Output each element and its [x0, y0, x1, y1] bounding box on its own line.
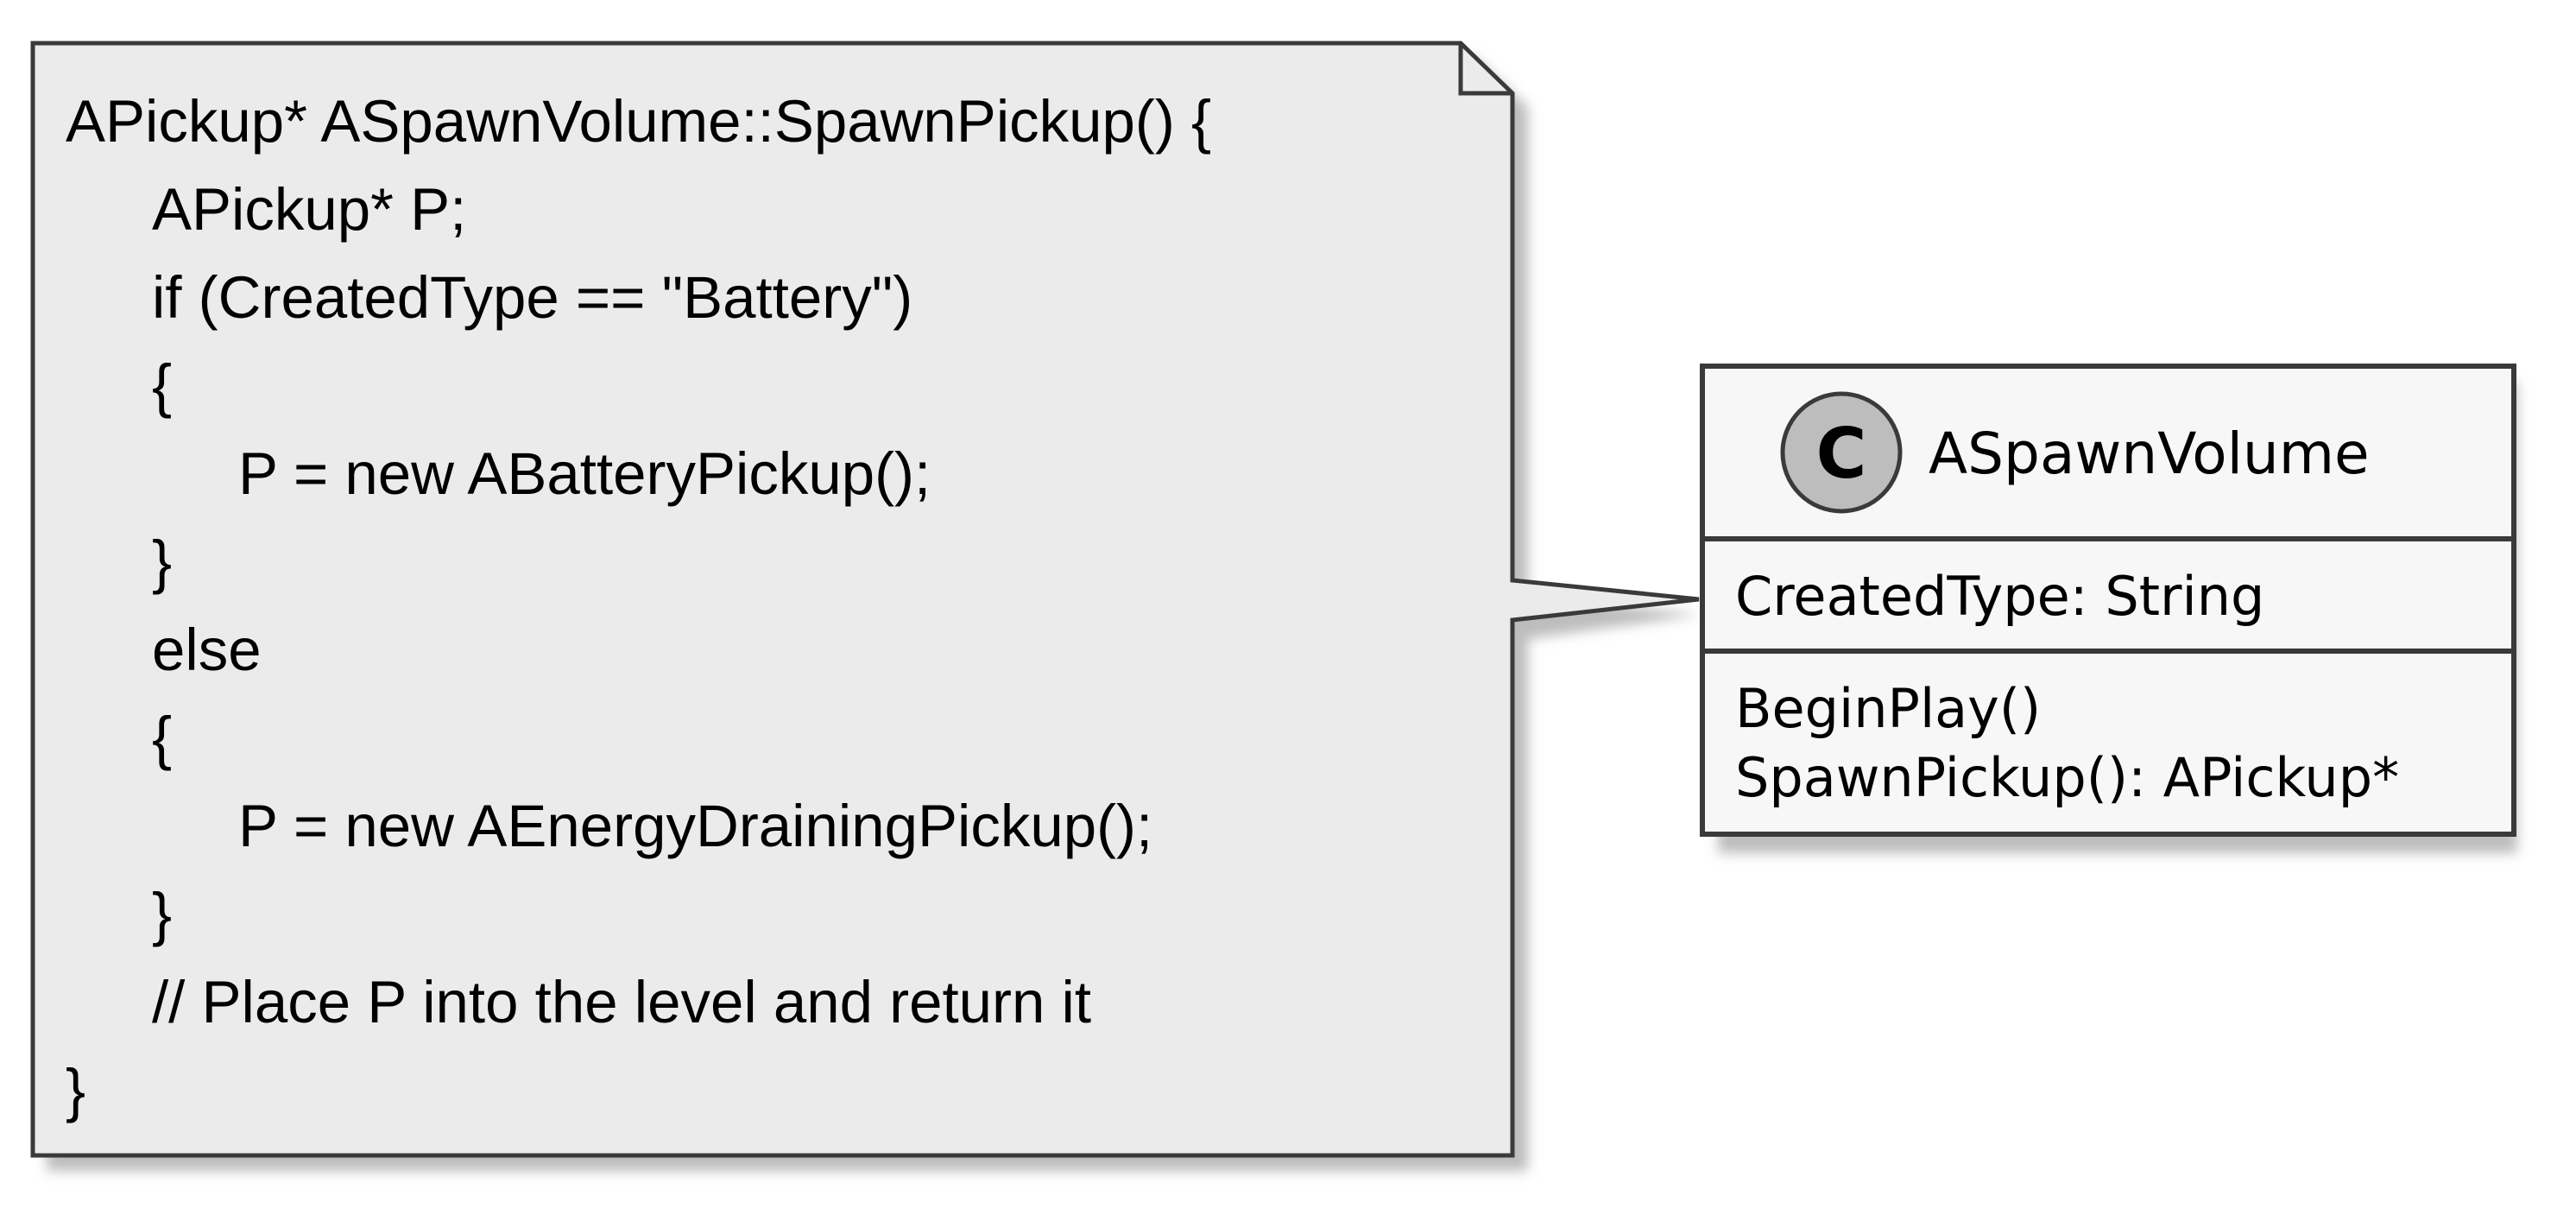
note-line-4: {: [152, 352, 172, 419]
note-box: [30, 41, 1700, 1158]
note-line-6: }: [152, 528, 172, 595]
class-name: ASpawnVolume: [1929, 421, 2370, 487]
note-line-11: // Place P into the level and return it: [152, 969, 1091, 1035]
note-line-8: {: [152, 705, 172, 771]
note-line-7: else: [152, 617, 262, 683]
class-stereotype-letter: C: [1816, 414, 1867, 494]
note-line-10: }: [152, 881, 172, 947]
note-line-5: P = new ABatteryPickup();: [238, 440, 931, 507]
note-line-9: P = new AEnergyDrainingPickup();: [238, 793, 1152, 859]
class-attribute: CreatedType: String: [1735, 565, 2264, 628]
note-line-2: APickup* P;: [152, 176, 466, 243]
note-line-1: APickup* ASpawnVolume::SpawnPickup() {: [66, 88, 1211, 155]
note-code: APickup* ASpawnVolume::SpawnPickup() { A…: [66, 88, 1211, 1123]
class-method-spawnpickup: SpawnPickup(): APickup*: [1735, 746, 2399, 809]
class-method-beginplay: BeginPlay(): [1735, 677, 2041, 740]
note-line-3: if (CreatedType == "Battery"): [152, 264, 912, 331]
class-aspawnvolume: C ASpawnVolume CreatedType: String Begin…: [1700, 364, 2516, 837]
class-stereotype-icon: [1780, 391, 1903, 514]
note-line-12: }: [66, 1057, 85, 1123]
note-fold: [1458, 43, 1512, 96]
